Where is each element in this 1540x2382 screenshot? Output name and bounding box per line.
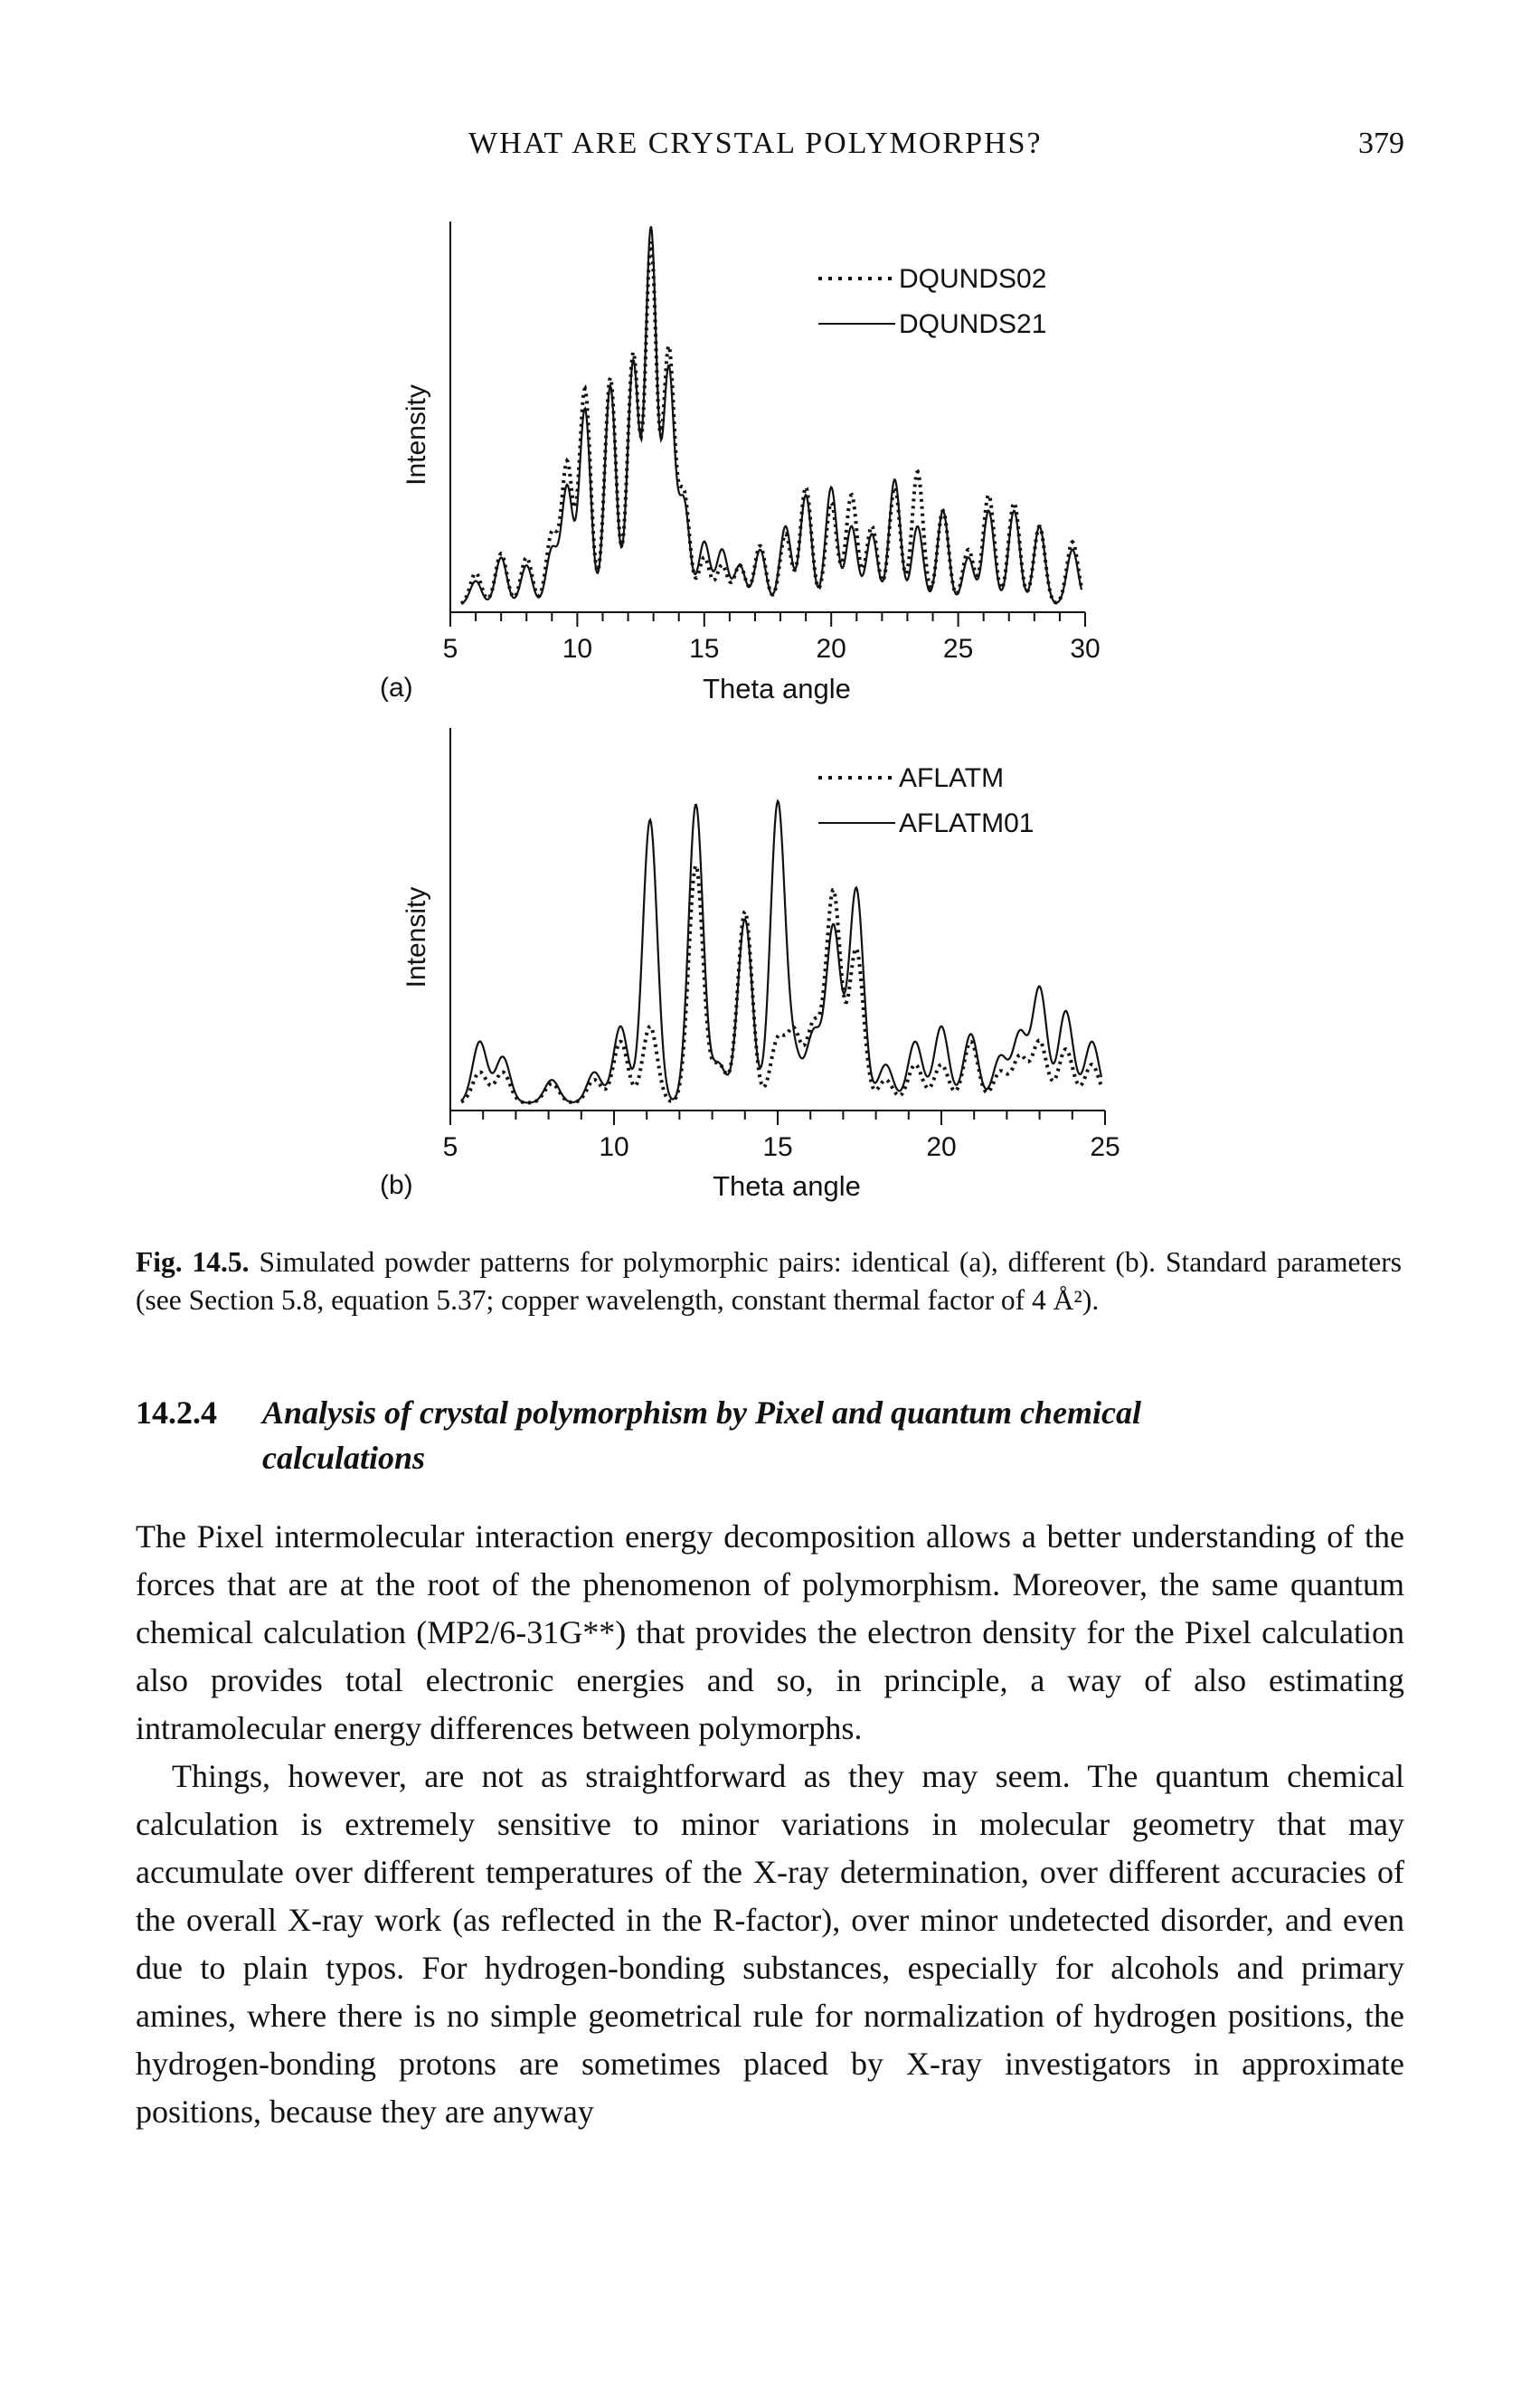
x-tick-label: 25 bbox=[943, 634, 973, 664]
series-line-aflatm01 bbox=[460, 799, 1103, 1104]
section-number: 14.2.4 bbox=[136, 1394, 217, 1431]
panel-label: (b) bbox=[380, 1170, 413, 1200]
section-title-line2: calculations bbox=[262, 1440, 426, 1476]
x-tick-label: 20 bbox=[817, 634, 846, 664]
x-axis-label: Theta angle bbox=[703, 673, 851, 704]
paragraph-1: The Pixel intermolecular interaction ene… bbox=[136, 1518, 1404, 1746]
x-tick-label: 15 bbox=[689, 634, 719, 664]
series-line-aflatm bbox=[460, 864, 1103, 1105]
legend-label-aflatm: AFLATM bbox=[899, 763, 1004, 793]
figure-caption-text: Simulated powder patterns for polymorphi… bbox=[136, 1246, 1402, 1316]
legend-label-aflatm01: AFLATM01 bbox=[899, 808, 1035, 838]
running-title: WHAT ARE CRYSTAL POLYMORPHS? bbox=[468, 127, 1043, 160]
y-axis-label: Intensity bbox=[402, 887, 431, 988]
section-heading: 14.2.4 Analysis of crystal polymorphism b… bbox=[136, 1390, 1402, 1480]
x-tick-label: 5 bbox=[443, 634, 458, 664]
x-tick-label: 10 bbox=[599, 1132, 628, 1162]
x-tick-label: 10 bbox=[562, 634, 592, 664]
x-axis-label: Theta angle bbox=[713, 1170, 861, 1202]
x-tick-label: 30 bbox=[1070, 634, 1100, 664]
page-header: WHAT ARE CRYSTAL POLYMORPHS? 379 bbox=[136, 127, 1404, 172]
section-title-line1: Analysis of crystal polymorphism by Pixe… bbox=[262, 1394, 1142, 1431]
series-line-dqunds21 bbox=[460, 226, 1083, 605]
panel-label: (a) bbox=[380, 673, 413, 703]
figure-label: Fig. 14.5. bbox=[136, 1246, 250, 1278]
figure-caption: Fig. 14.5. Simulated powder patterns for… bbox=[136, 1243, 1402, 1319]
y-axis-label: Intensity bbox=[402, 384, 431, 486]
body-text: The Pixel intermolecular interaction ene… bbox=[136, 1513, 1404, 2136]
paragraph-2: Things, however, are not as straightforw… bbox=[136, 1758, 1404, 2130]
legend-label-dqunds02: DQUNDS02 bbox=[899, 264, 1046, 294]
x-tick-label: 15 bbox=[762, 1132, 792, 1162]
series-line-dqunds02 bbox=[459, 241, 1083, 605]
x-tick-label: 20 bbox=[926, 1132, 956, 1162]
x-tick-label: 25 bbox=[1090, 1132, 1120, 1162]
x-tick-label: 5 bbox=[443, 1132, 458, 1162]
page-number: 379 bbox=[1358, 127, 1404, 160]
legend-label-dqunds21: DQUNDS21 bbox=[899, 309, 1046, 339]
